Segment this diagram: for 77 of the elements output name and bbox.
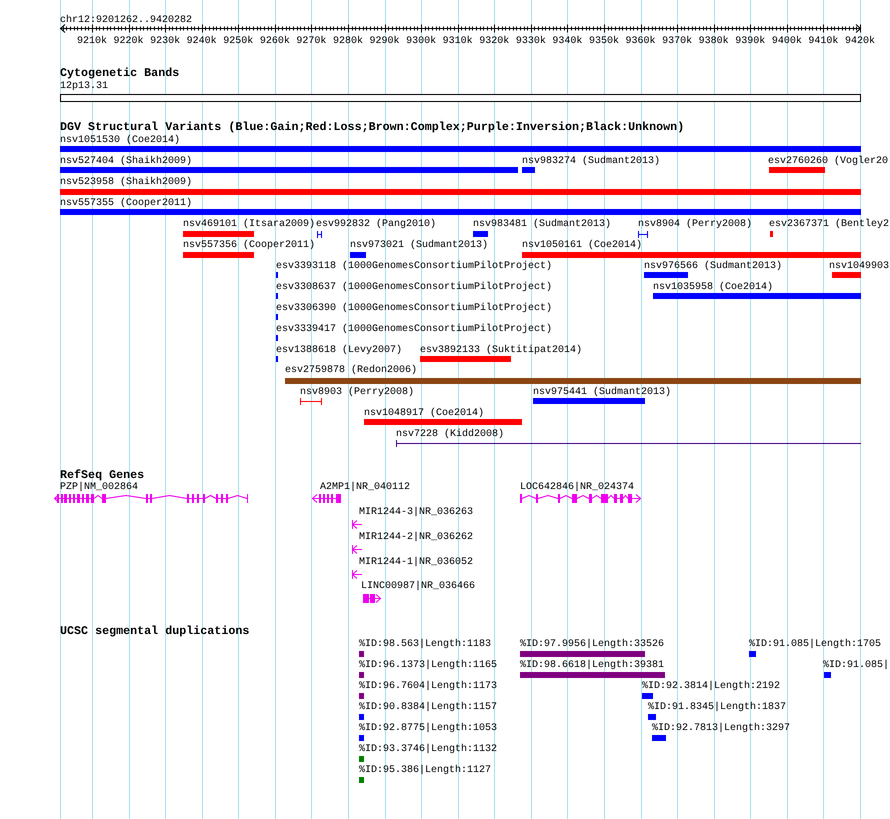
band-label: 12p13.31 xyxy=(60,80,108,92)
duplication-label: %ID:92.8775|Length:1053 xyxy=(359,722,498,734)
tick-label: 9290k xyxy=(370,36,400,46)
variant-label: nsv983481 (Sudmant2013) xyxy=(473,218,612,230)
variant-label: esv3306390 (1000GenomesConsortiumPilotProject) xyxy=(276,302,552,314)
variant-label: nsv8903 (Perry2008) xyxy=(300,386,414,398)
variant-label: nsv1050161 (Coe2014) xyxy=(522,240,642,250)
duplication-label: %ID:92.7813|Length:3297 xyxy=(652,722,790,734)
tick-label: 9360k xyxy=(626,36,656,46)
variant-label: nsv527404 (Shaikh2009) xyxy=(60,156,192,166)
variant-label: nsv523958 (Shaikh2009) xyxy=(60,176,192,188)
variant-label: esv2759878 (Redon2006) xyxy=(285,364,418,376)
variant-label: esv3339417 (1000GenomesConsortiumPilotProject) xyxy=(276,324,552,334)
tick-label: 9210k xyxy=(76,36,107,46)
gene-label: A2MP1|NR_040112 xyxy=(320,482,410,492)
duplication-label: %ID:97.9956|Length:33526 xyxy=(520,638,664,650)
tick-label: 9250k xyxy=(223,36,254,46)
tick-label: 9350k xyxy=(588,36,619,46)
duplication-label: %ID:98.563|Length:1183 xyxy=(359,638,492,650)
track-title: UCSC segmental duplications xyxy=(60,624,250,638)
tick-label: 9370k xyxy=(662,36,692,46)
tick-label: 9420k xyxy=(844,36,875,46)
tick-label: 9240k xyxy=(186,36,217,46)
variant-label: esv3892133 (Suktitipat2014) xyxy=(420,344,582,356)
duplication-label: %ID:93.3746|Length:1132 xyxy=(359,744,498,754)
variant-label: nsv973021 (Sudmant2013) xyxy=(350,240,488,250)
variant-label: nsv1048917 (Coe2014) xyxy=(364,408,484,418)
duplication-label: %ID:95.386|Length:1127 xyxy=(359,764,492,776)
variant-label: nsv557355 (Cooper2011) xyxy=(60,198,192,208)
gene-label: PZP|NM_002864 xyxy=(60,482,138,492)
tick-label: 9260k xyxy=(260,36,290,46)
duplication-label: %ID:98.6618|Length:39381 xyxy=(520,660,664,670)
variant-label: esv2367371 (Bentley2 xyxy=(769,218,890,230)
gene-label: MIR1244-3|NR_036263 xyxy=(359,506,474,518)
gene-label: LOC642846|NR_024374 xyxy=(520,482,634,492)
variant-label: nsv557356 (Cooper2011) xyxy=(183,240,316,250)
gene-label: LINC00987|NR_036466 xyxy=(361,580,476,592)
duplication-label: %ID:92.3814|Length:2192 xyxy=(642,680,780,692)
gene-label: MIR1244-2|NR_036262 xyxy=(359,532,474,542)
variant-label: esv3308637 (1000GenomesConsortiumPilotProject) xyxy=(276,282,552,292)
duplication-label: %ID:96.1373|Length:1165 xyxy=(359,660,498,670)
tick-label: 9380k xyxy=(698,36,729,46)
variant-label: esv3393118 (1000GenomesConsortiumPilotProject) xyxy=(276,260,552,272)
track-title: DGV Structural Variants (Blue:Gain;Red:Loss;Brown:Complex;Purple:Inversion;Black:Unknown) xyxy=(60,120,684,134)
tick-label: 9410k xyxy=(808,36,838,46)
tick-label: 9340k xyxy=(552,36,582,46)
variant-label: nsv1051530 (Coe2014) xyxy=(60,134,180,146)
tick-label: 9400k xyxy=(772,36,802,46)
tick-label: 9230k xyxy=(150,36,180,46)
variant-label: esv2760260 (Vogler20 xyxy=(768,156,888,166)
variant-label: nsv976566 (Sudmant2013) xyxy=(644,260,782,272)
variant-label: esv1388618 (Levy2007) xyxy=(276,344,402,356)
track-title: RefSeq Genes xyxy=(60,468,144,482)
variant-label: nsv1049903 xyxy=(829,260,890,272)
tick-label: 9300k xyxy=(406,36,436,46)
tick-label: 9280k xyxy=(332,36,363,46)
duplication-label: %ID:96.7604|Length:1173 xyxy=(359,680,498,692)
duplication-label: %ID:90.8384|Length:1157 xyxy=(359,702,498,712)
tick-label: 9320k xyxy=(479,36,510,46)
variant-label: nsv1035958 (Coe2014) xyxy=(653,282,774,292)
variant-label: nsv975441 (Sudmant2013) xyxy=(533,386,672,398)
duplication-label: %ID:91.085| xyxy=(823,660,890,670)
tick-label: 9330k xyxy=(516,36,546,46)
variant-label: nsv469101 (Itsara2009) xyxy=(183,218,316,230)
duplication-label: %ID:91.8345|Length:1837 xyxy=(648,702,786,712)
gene-label: MIR1244-1|NR_036052 xyxy=(359,556,474,568)
variant-label: nsv7228 (Kidd2008) xyxy=(396,428,504,440)
tick-label: 9270k xyxy=(296,36,326,46)
coordinate-label: chr12:9201262..9420282 xyxy=(60,14,192,26)
tick-label: 9390k xyxy=(735,36,766,46)
variant-label: nsv8904 (Perry2008) xyxy=(638,218,752,230)
tick-label: 9310k xyxy=(442,36,473,46)
variant-label: esv992832 (Pang2010) xyxy=(316,218,436,230)
duplication-label: %ID:91.085|Length:1705 xyxy=(749,638,882,650)
tick-label: 9220k xyxy=(114,36,144,46)
variant-label: nsv983274 (Sudmant2013) xyxy=(522,156,660,166)
track-title: Cytogenetic Bands xyxy=(60,66,180,80)
